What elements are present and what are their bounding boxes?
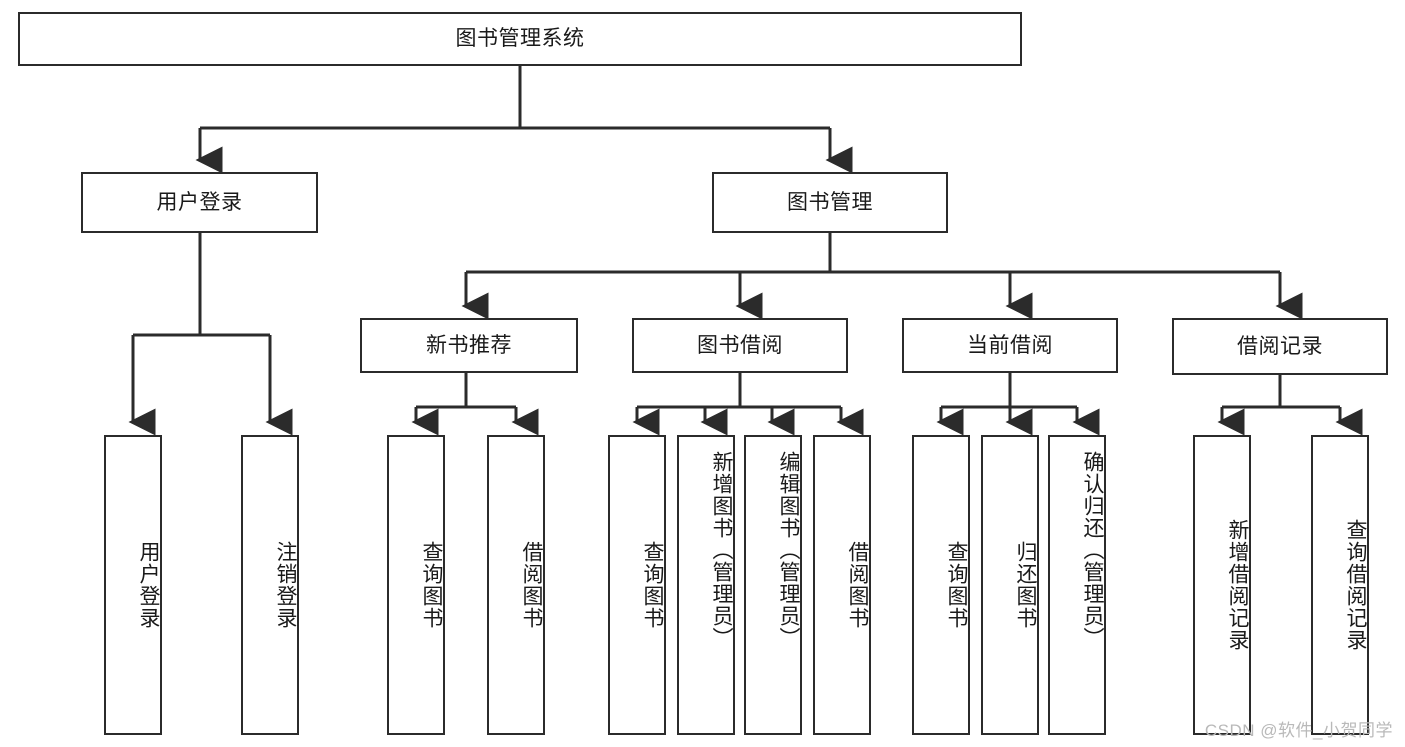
leaf-query-book-3[interactable]: 查询图书 [912, 435, 970, 735]
leaf-borrow-book-2-label: 借阅图书 [846, 541, 869, 629]
leaf-confirm-return-label: 确认归还（管理员） [1081, 451, 1104, 649]
node-user-login[interactable]: 用户登录 [81, 172, 318, 233]
leaf-query-book-2[interactable]: 查询图书 [608, 435, 666, 735]
leaf-add-record-label: 新增借阅记录 [1226, 519, 1249, 651]
node-book-borrow-label: 图书借阅 [697, 333, 783, 357]
node-borrow-record[interactable]: 借阅记录 [1172, 318, 1388, 375]
leaf-confirm-return[interactable]: 确认归还（管理员） [1048, 435, 1106, 735]
leaf-logout-login[interactable]: 注销登录 [241, 435, 299, 735]
leaf-edit-book[interactable]: 编辑图书（管理员） [744, 435, 802, 735]
leaf-logout-login-label: 注销登录 [274, 541, 297, 629]
node-book-manage[interactable]: 图书管理 [712, 172, 948, 233]
leaf-borrow-book-1-label: 借阅图书 [520, 541, 543, 629]
leaf-borrow-book-1[interactable]: 借阅图书 [487, 435, 545, 735]
node-root-label: 图书管理系统 [455, 27, 585, 51]
leaf-user-login-label: 用户登录 [137, 541, 160, 629]
node-current-borrow-label: 当前借阅 [967, 333, 1053, 357]
leaf-add-book[interactable]: 新增图书（管理员） [677, 435, 735, 735]
leaf-add-record[interactable]: 新增借阅记录 [1193, 435, 1251, 735]
leaf-query-record-label: 查询借阅记录 [1344, 519, 1367, 651]
node-user-login-label: 用户登录 [156, 190, 243, 214]
node-new-book-recommend-label: 新书推荐 [426, 333, 512, 357]
leaf-add-book-label: 新增图书（管理员） [710, 451, 733, 649]
leaf-query-book-1-label: 查询图书 [420, 541, 443, 629]
node-book-borrow[interactable]: 图书借阅 [632, 318, 848, 373]
leaf-query-book-1[interactable]: 查询图书 [387, 435, 445, 735]
leaf-query-book-3-label: 查询图书 [945, 541, 968, 629]
leaf-user-login[interactable]: 用户登录 [104, 435, 162, 735]
leaf-borrow-book-2[interactable]: 借阅图书 [813, 435, 871, 735]
leaf-return-book[interactable]: 归还图书 [981, 435, 1039, 735]
leaf-query-record[interactable]: 查询借阅记录 [1311, 435, 1369, 735]
leaf-return-book-label: 归还图书 [1014, 541, 1037, 629]
node-borrow-record-label: 借阅记录 [1237, 334, 1323, 358]
node-root[interactable]: 图书管理系统 [18, 12, 1022, 66]
node-new-book-recommend[interactable]: 新书推荐 [360, 318, 578, 373]
leaf-query-book-2-label: 查询图书 [641, 541, 664, 629]
node-current-borrow[interactable]: 当前借阅 [902, 318, 1118, 373]
leaf-edit-book-label: 编辑图书（管理员） [777, 451, 800, 649]
node-book-manage-label: 图书管理 [787, 190, 873, 214]
